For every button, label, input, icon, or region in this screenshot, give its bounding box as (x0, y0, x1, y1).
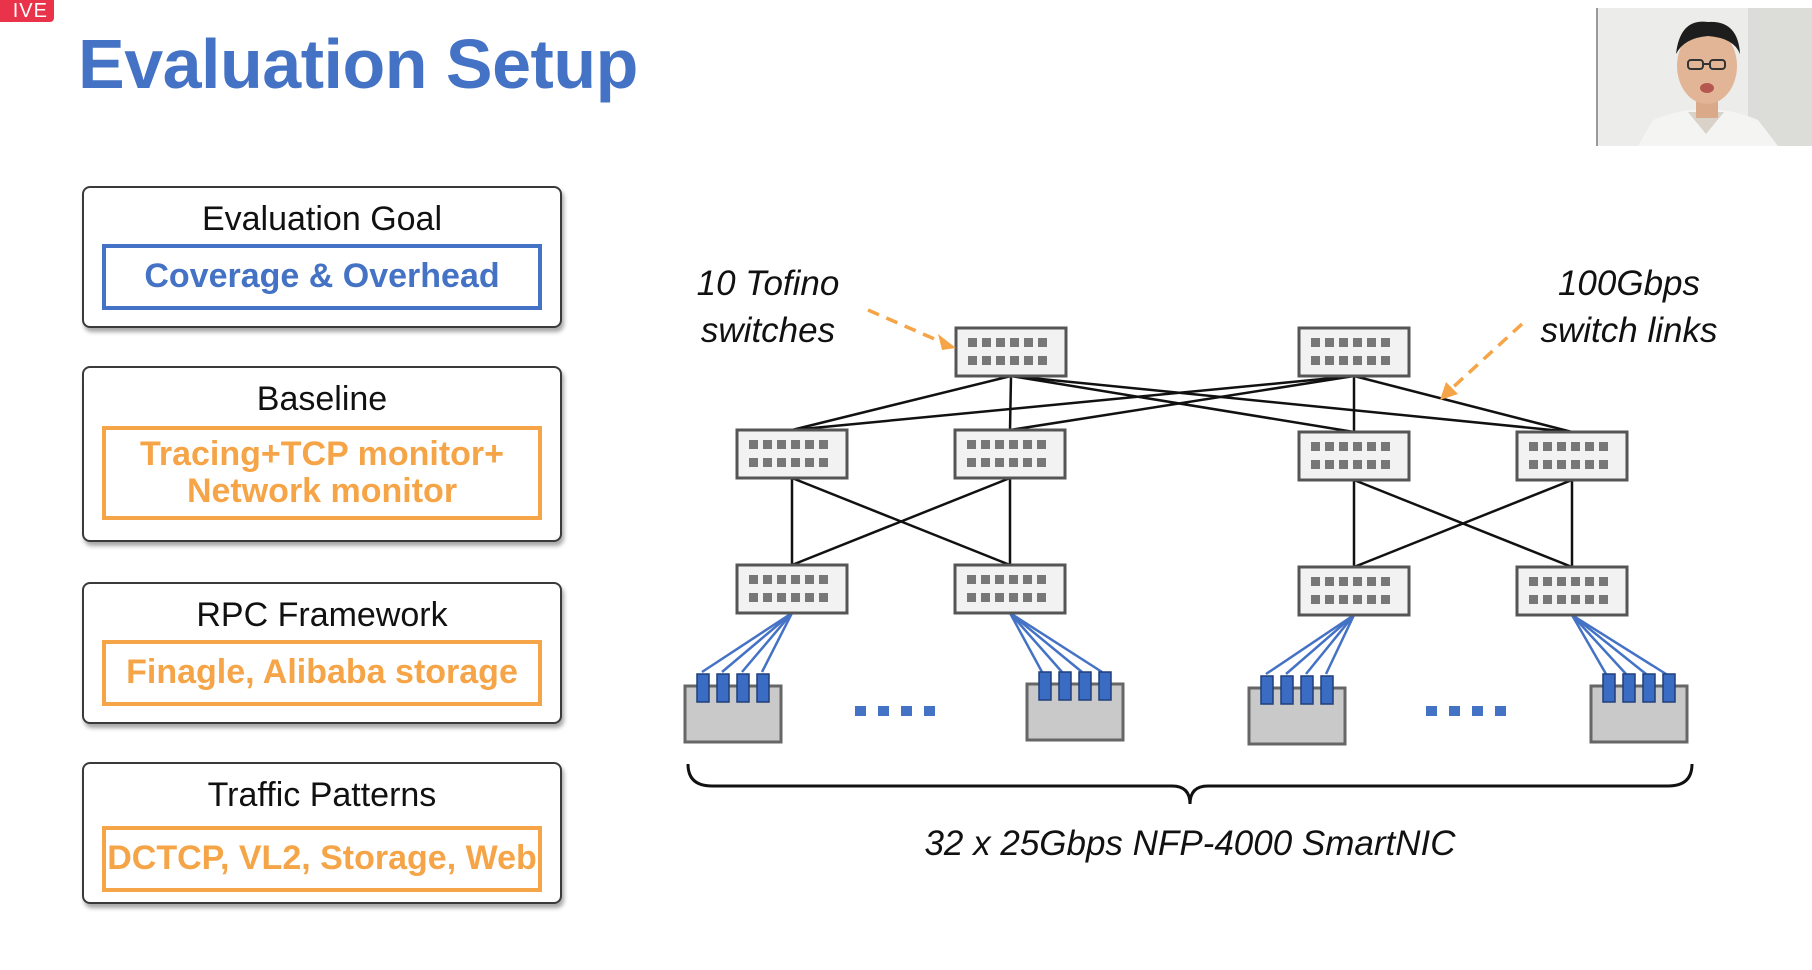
smartnic-server-1 (683, 672, 783, 744)
aggregation-switch-3 (1297, 430, 1411, 482)
edge-switch-4 (1515, 565, 1629, 617)
smartnic-label: 32 x 25Gbps NFP-4000 SmartNIC (924, 824, 1456, 863)
edge-switch-3 (1297, 565, 1411, 617)
evaluation-goal-title: Evaluation Goal (201, 200, 443, 238)
core-aggregation-links (791, 374, 1573, 434)
ellipsis-dots-left (855, 706, 935, 716)
link-arrow-head (1440, 382, 1458, 400)
baseline-line-2: Network monitor (186, 472, 458, 510)
baseline-title: Baseline (256, 380, 388, 418)
switch-links-label: 100Gbps switch links (1524, 260, 1734, 355)
smartnic-server-2 (1025, 670, 1125, 742)
presenter-video-icon (1598, 8, 1812, 146)
traffic-patterns-value: DCTCP, VL2, Storage, Web (107, 839, 537, 878)
live-badge: IVE (0, 0, 54, 22)
baseline-box: Tracing+TCP monitor+ Network monitor (102, 426, 542, 520)
switch-arrow (867, 308, 947, 346)
aggregation-switch-1 (735, 428, 849, 480)
rpc-framework-card: RPC Framework Finagle, Alibaba storage (82, 582, 562, 724)
evaluation-goal-value: Coverage & Overhead (144, 257, 500, 296)
edge-switch-2 (953, 563, 1067, 615)
switch-links-label-line-2: switch links (1540, 311, 1718, 351)
presenter-webcam (1596, 8, 1812, 146)
baseline-card: Baseline Tracing+TCP monitor+ Network mo… (82, 366, 562, 542)
ellipsis-dots-right (1426, 706, 1506, 716)
tofino-switches-label: 10 Tofino switches (688, 260, 848, 355)
core-switch-1 (954, 326, 1068, 378)
evaluation-goal-card: Evaluation Goal Coverage & Overhead (82, 186, 562, 328)
core-switch-2 (1297, 326, 1411, 378)
smartnic-server-4 (1589, 672, 1689, 744)
baseline-line-1: Tracing+TCP monitor+ (139, 434, 504, 473)
aggregation-switch-4 (1515, 430, 1629, 482)
traffic-patterns-box: DCTCP, VL2, Storage, Web (102, 826, 542, 892)
link-arrow (1448, 322, 1524, 392)
traffic-patterns-title: Traffic Patterns (207, 776, 437, 814)
aggregation-edge-links (790, 476, 1574, 569)
switch-arrow-head (938, 334, 956, 350)
smartnic-server-3 (1247, 674, 1347, 746)
traffic-patterns-card: Traffic Patterns DCTCP, VL2, Storage, We… (82, 762, 562, 904)
evaluation-goal-box: Coverage & Overhead (102, 244, 542, 310)
edge-switch-1 (735, 563, 849, 615)
rpc-framework-box: Finagle, Alibaba storage (102, 640, 542, 706)
switch-links-label-line-1: 100Gbps (1557, 264, 1701, 303)
slide-title: Evaluation Setup (78, 25, 638, 103)
server-links (701, 611, 1667, 676)
rpc-framework-value: Finagle, Alibaba storage (126, 653, 518, 692)
tofino-switches-label-line-1: 10 Tofino (696, 264, 840, 303)
aggregation-switch-2 (953, 428, 1067, 480)
tofino-switches-label-line-2: switches (700, 311, 836, 351)
smartnic-brace (686, 763, 1694, 805)
rpc-framework-title: RPC Framework (196, 596, 448, 634)
